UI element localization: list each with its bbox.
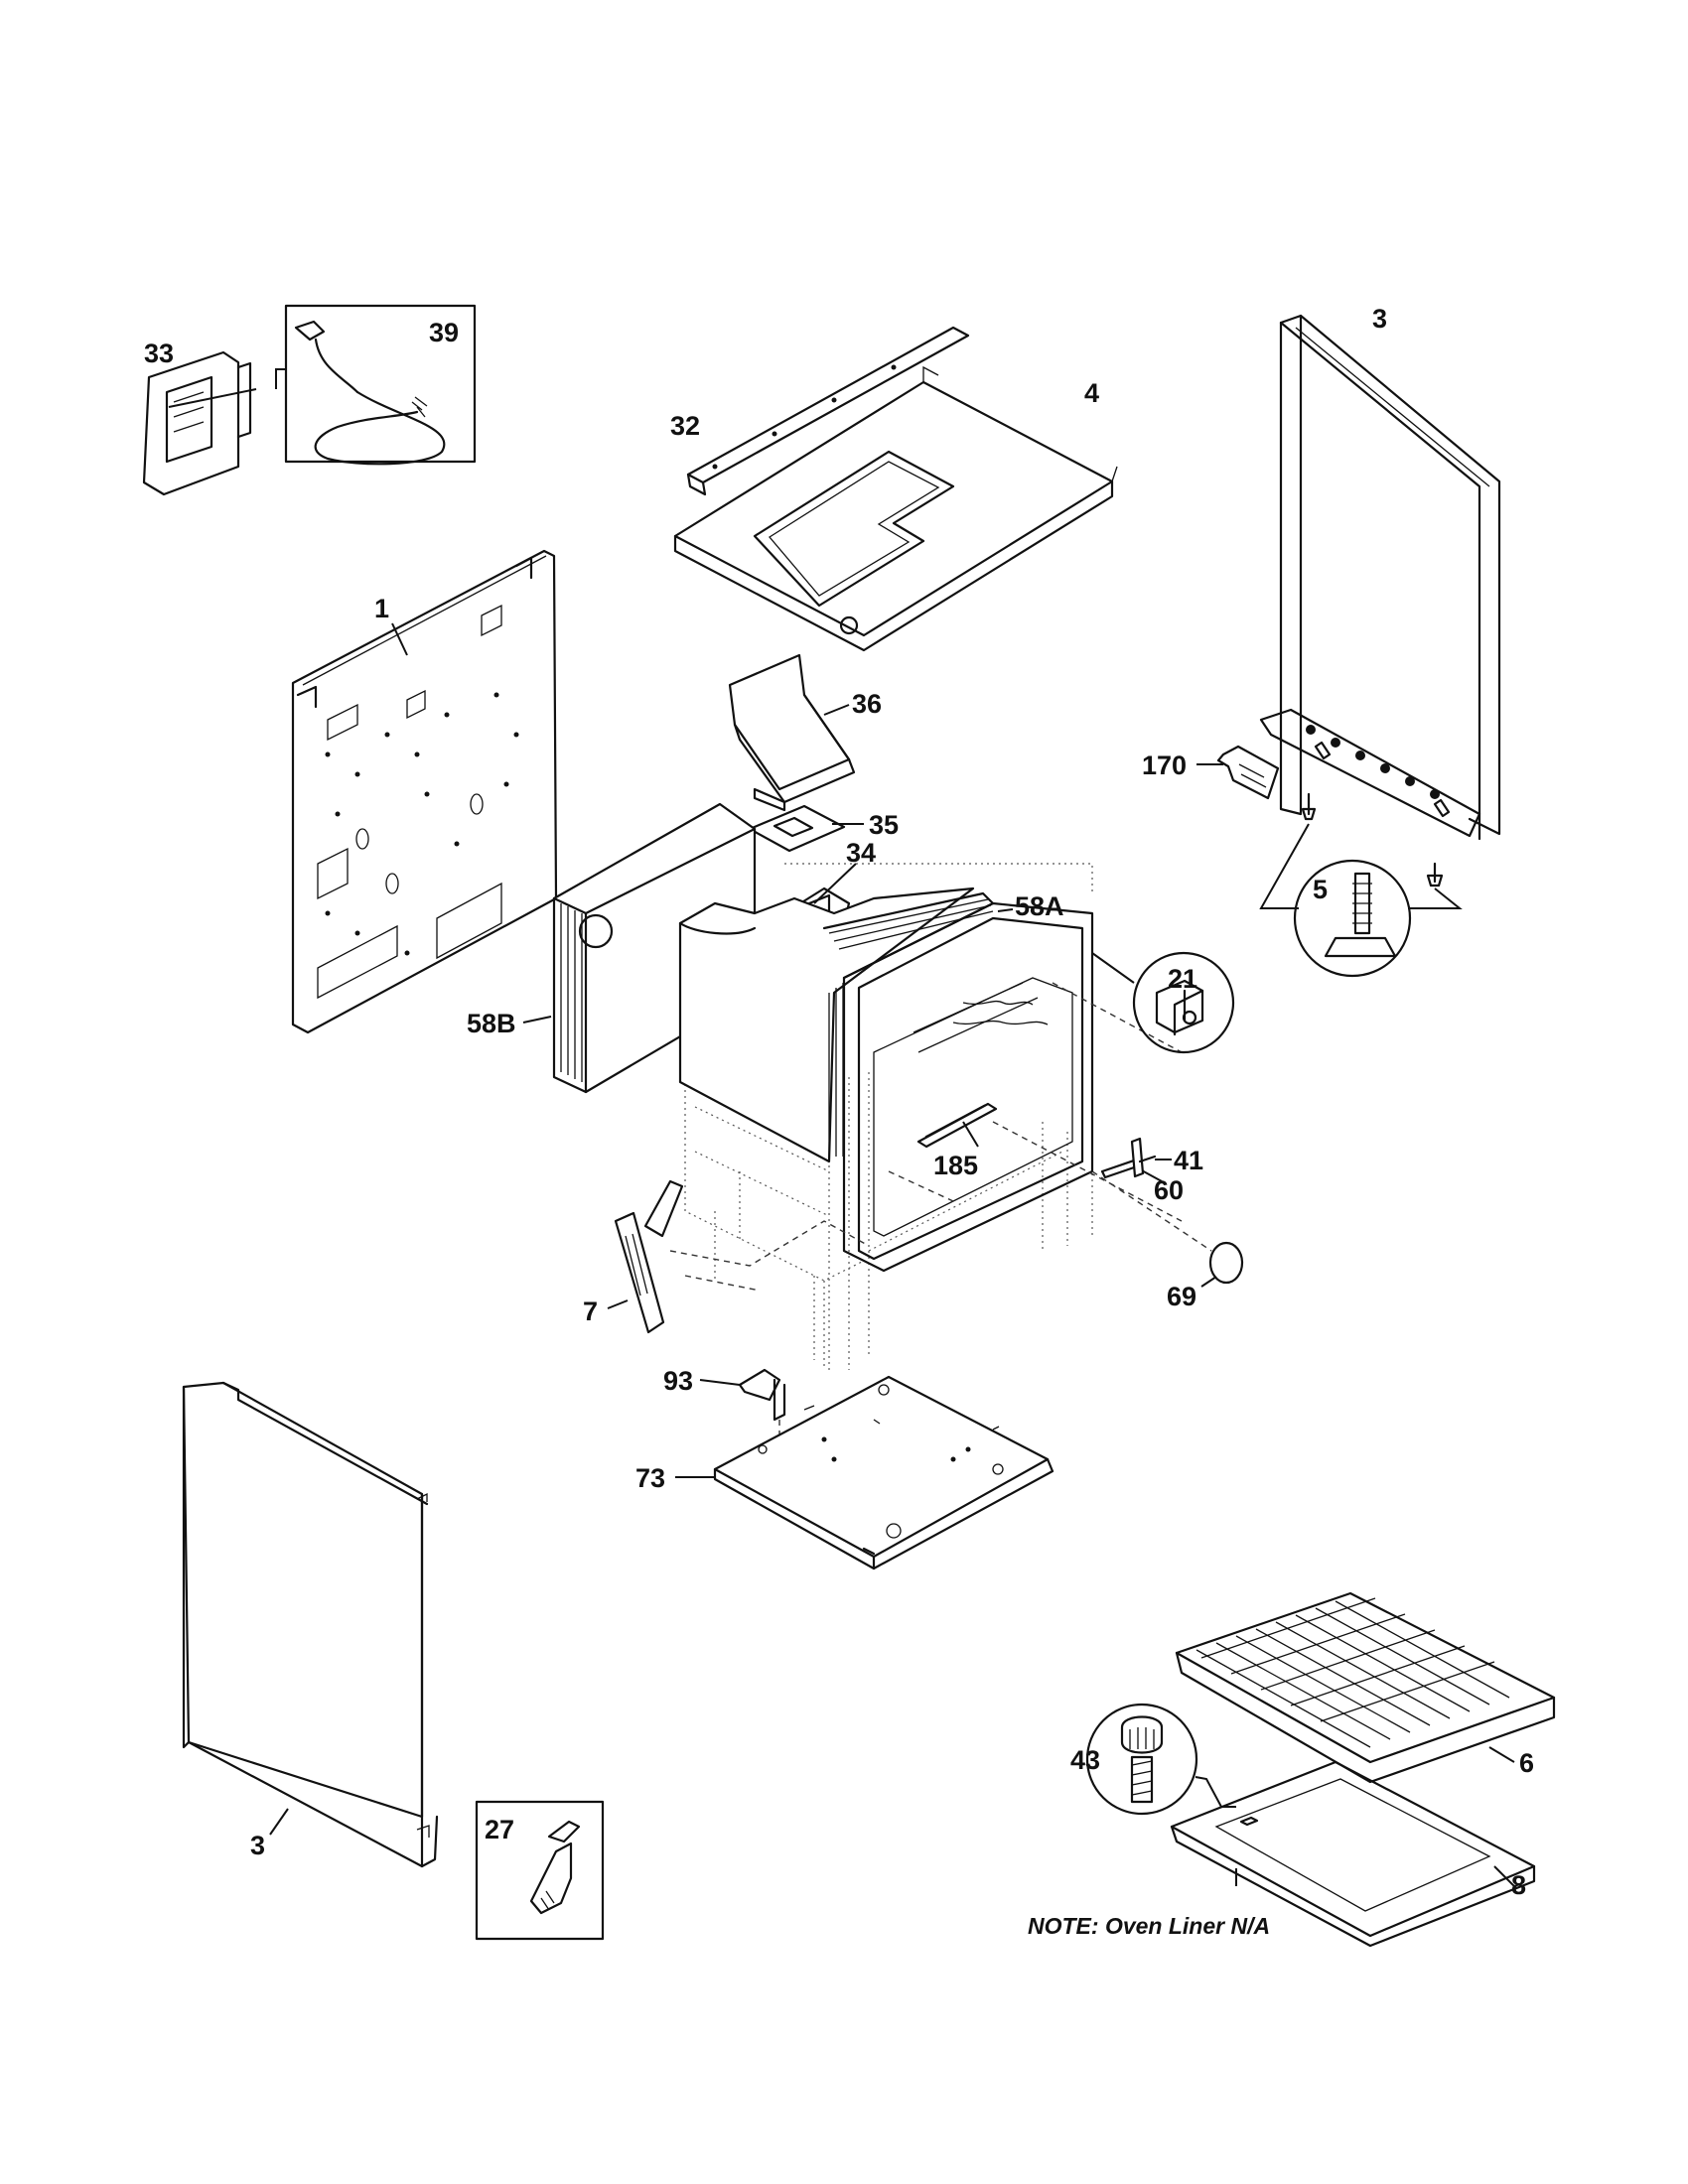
callout-69: 69 xyxy=(1167,1282,1196,1311)
part-58a-insulation xyxy=(678,887,1014,1163)
part-41-bracket xyxy=(1130,1137,1172,1178)
callout-73: 73 xyxy=(635,1463,665,1493)
callout-170: 170 xyxy=(1142,751,1187,780)
part-4-cooktop-frame xyxy=(673,365,1118,652)
callout-3-bottom: 3 xyxy=(250,1831,265,1860)
callout-1: 1 xyxy=(374,594,389,623)
part-32-top-strip xyxy=(686,326,970,496)
callout-34: 34 xyxy=(846,838,876,868)
callout-35: 35 xyxy=(869,810,899,840)
callout-4: 4 xyxy=(1084,378,1099,408)
part-170-bracket xyxy=(1196,745,1280,800)
callout-27: 27 xyxy=(485,1815,514,1844)
part-35-vent-plate xyxy=(748,804,864,853)
callout-185: 185 xyxy=(933,1151,978,1180)
callout-5: 5 xyxy=(1313,875,1328,904)
part-73-bottom-panel xyxy=(675,1375,1055,1570)
part-27-clip-inset xyxy=(475,1800,605,1941)
part-43-screw-detail xyxy=(1085,1703,1236,1816)
part-8-tray xyxy=(1170,1760,1536,1948)
part-39-power-cord xyxy=(284,304,477,466)
part-69-cover xyxy=(1091,1170,1244,1288)
callout-3-top: 3 xyxy=(1372,304,1387,334)
oven-cavity-dashed xyxy=(684,863,1093,1370)
part-7-hinge xyxy=(607,1179,870,1334)
part-33-terminal-bracket xyxy=(142,350,286,496)
callout-58a: 58A xyxy=(1015,891,1064,921)
callout-58b: 58B xyxy=(467,1009,516,1038)
callout-8: 8 xyxy=(1511,1870,1526,1900)
part-185-trim xyxy=(962,1121,979,1148)
callout-7: 7 xyxy=(583,1297,598,1326)
part-36-vent-duct xyxy=(728,653,856,812)
callout-36: 36 xyxy=(852,689,882,719)
part-3-side-panel-left xyxy=(182,1381,439,1868)
callout-60: 60 xyxy=(1154,1175,1184,1205)
callout-33: 33 xyxy=(144,339,174,368)
part-5-leveling-leg-detail xyxy=(1259,792,1463,978)
note-oven-liner: NOTE: Oven Liner N/A xyxy=(1028,1913,1270,1939)
callout-43: 43 xyxy=(1070,1745,1100,1775)
part-3-side-panel-right xyxy=(1259,314,1501,841)
callout-41: 41 xyxy=(1174,1146,1203,1175)
part-21-clip-detail xyxy=(1091,951,1235,1054)
callout-21: 21 xyxy=(1168,964,1197,994)
callout-39: 39 xyxy=(429,318,459,347)
oven-front-frame xyxy=(842,901,1183,1273)
callout-6: 6 xyxy=(1519,1748,1534,1778)
part-60-strip xyxy=(1100,1158,1163,1182)
part-1-back-panel xyxy=(291,549,558,1034)
callout-32: 32 xyxy=(670,411,700,441)
callout-93: 93 xyxy=(663,1366,693,1396)
part-6-oven-rack xyxy=(1175,1591,1556,1784)
